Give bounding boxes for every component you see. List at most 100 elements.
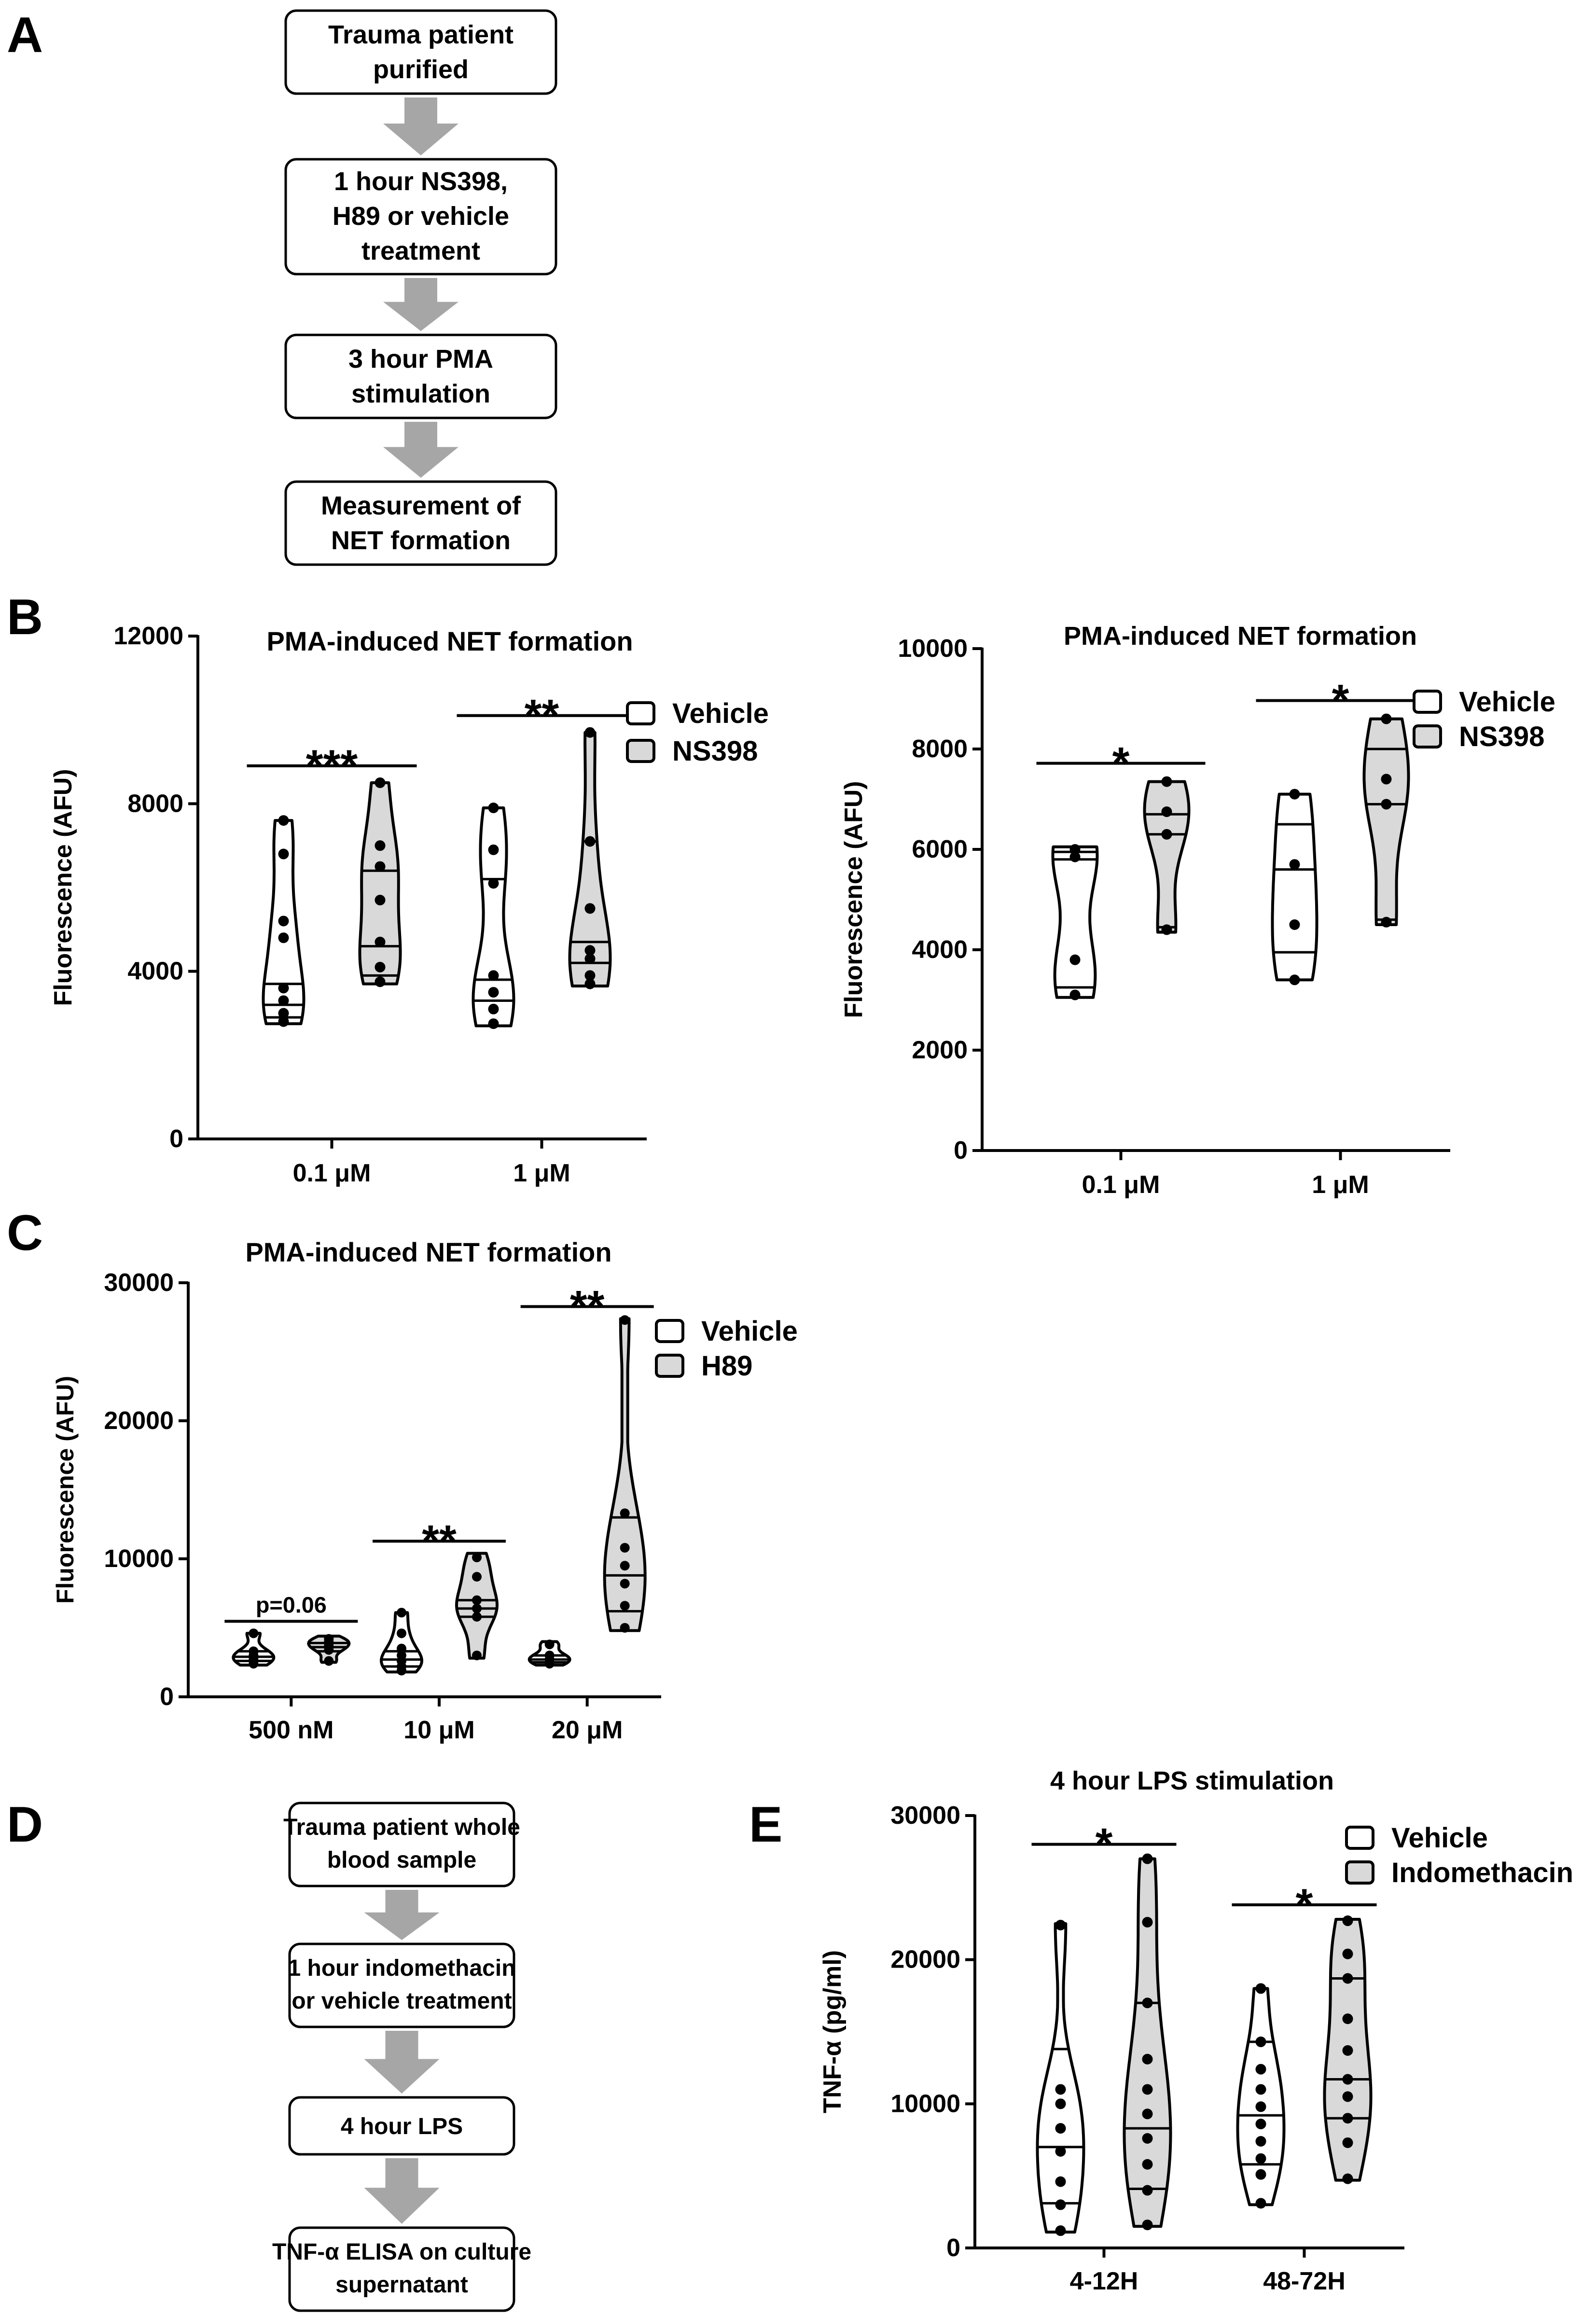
- data-point: [278, 915, 289, 927]
- data-point: [1342, 2045, 1353, 2056]
- flow-a-text-3-1: 3 hour PMA: [348, 345, 493, 374]
- flow-a-text-1-2: purified: [373, 55, 469, 84]
- data-point: [488, 970, 499, 981]
- y-tick-label: 0: [946, 2234, 960, 2262]
- chart-title: 4 hour LPS stimulation: [1050, 1766, 1334, 1795]
- data-point: [278, 932, 289, 943]
- x-tick-label: 10 μM: [403, 1716, 474, 1744]
- violin-vehicle: [1271, 792, 1318, 982]
- data-point: [278, 995, 289, 1006]
- data-point: [375, 961, 386, 972]
- panel-letter-e: E: [749, 1797, 782, 1853]
- violin-indomethacin: [1123, 1857, 1172, 2228]
- data-point: [375, 861, 386, 872]
- data-point: [1342, 2137, 1353, 2148]
- data-point: [1161, 829, 1172, 840]
- flow-a-text-2-1: 1 hour NS398,: [334, 167, 508, 196]
- panel-letter-d: D: [7, 1797, 43, 1853]
- data-point: [584, 945, 596, 956]
- y-tick-label: 10000: [890, 2090, 960, 2118]
- data-point: [375, 895, 386, 906]
- x-tick-label: 20 μM: [552, 1716, 623, 1744]
- y-tick-label: 0: [169, 1125, 183, 1153]
- flow-a-text-2-2: H89 or vehicle: [333, 202, 509, 231]
- data-point: [1342, 2173, 1353, 2184]
- data-point: [1055, 2225, 1066, 2236]
- y-axis-title: Fluorescence (AFU): [52, 1376, 79, 1604]
- data-point: [488, 987, 499, 998]
- data-point: [278, 1008, 289, 1019]
- legend-label: NS398: [1459, 721, 1544, 752]
- legend-swatch: [626, 701, 655, 725]
- panel-letter-a: A: [7, 7, 43, 63]
- data-point: [1342, 2013, 1353, 2025]
- y-tick-label: 8000: [127, 790, 183, 818]
- data-point: [1142, 2185, 1153, 2196]
- legend-swatch: [655, 1354, 684, 1378]
- data-point: [1055, 2084, 1066, 2095]
- data-point: [397, 1608, 406, 1618]
- data-point: [397, 1643, 406, 1653]
- data-point: [278, 848, 289, 860]
- data-point: [1342, 1915, 1353, 1927]
- data-point: [472, 1650, 482, 1661]
- significance-label: **: [525, 691, 559, 740]
- data-point: [1069, 954, 1081, 965]
- y-axis-title: TNF-α (pg/ml): [819, 1950, 847, 2113]
- flow-a-box-4: [284, 480, 557, 566]
- data-point: [278, 1016, 289, 1027]
- significance-label: **: [422, 1517, 457, 1566]
- data-point: [1381, 916, 1392, 928]
- y-tick-label: 4000: [127, 957, 183, 985]
- data-point: [1055, 2199, 1066, 2210]
- data-point: [1255, 2101, 1266, 2112]
- data-point: [1342, 2091, 1353, 2102]
- significance-label: p=0.06: [256, 1592, 327, 1617]
- data-point: [1142, 2053, 1153, 2065]
- legend-label: NS398: [672, 735, 758, 767]
- data-point: [488, 1003, 499, 1014]
- data-point: [1342, 1973, 1353, 1984]
- data-point: [1069, 989, 1081, 1000]
- data-point: [1055, 2098, 1066, 2109]
- data-point: [620, 1561, 630, 1571]
- data-point: [375, 840, 386, 851]
- panel-letter-c: C: [7, 1205, 43, 1261]
- data-point: [1055, 1919, 1066, 1930]
- x-tick-label: 4-12H: [1070, 2267, 1138, 2295]
- data-point: [397, 1628, 406, 1638]
- data-point: [1255, 1983, 1266, 1994]
- data-point: [1255, 2136, 1266, 2147]
- chart-title: PMA-induced NET formation: [245, 1237, 611, 1267]
- data-point: [584, 727, 596, 738]
- data-point: [472, 1603, 482, 1613]
- y-tick-label: 0: [954, 1137, 968, 1165]
- data-point: [397, 1650, 406, 1661]
- data-point: [584, 836, 596, 847]
- flow-d-text-1-2: blood sample: [327, 1847, 476, 1873]
- y-tick-label: 30000: [104, 1269, 174, 1297]
- flow-a-arrow-3: [383, 422, 458, 478]
- violin-vehicle: [380, 1611, 423, 1674]
- significance-label: *: [1112, 739, 1130, 788]
- data-point: [1161, 776, 1172, 787]
- legend-swatch: [1413, 724, 1442, 749]
- flow-a-box-1: [284, 9, 557, 95]
- significance-label: *: [1332, 676, 1349, 725]
- data-point: [375, 936, 386, 947]
- y-tick-label: 20000: [890, 1946, 960, 1974]
- data-point: [1055, 2146, 1066, 2157]
- violin-ns398: [358, 781, 402, 985]
- flow-d-arrow-2: [364, 2031, 440, 2094]
- x-tick-label: 1 μM: [1312, 1171, 1369, 1199]
- data-point: [472, 1612, 482, 1622]
- data-point: [1255, 2153, 1266, 2164]
- chart-title: PMA-induced NET formation: [266, 626, 633, 656]
- flow-d-box-1: [288, 1802, 515, 1887]
- significance-label: ***: [306, 741, 358, 790]
- flow-a-text-2-3: treatment: [361, 236, 480, 265]
- y-tick-label: 10000: [898, 635, 968, 663]
- data-point: [1161, 924, 1172, 935]
